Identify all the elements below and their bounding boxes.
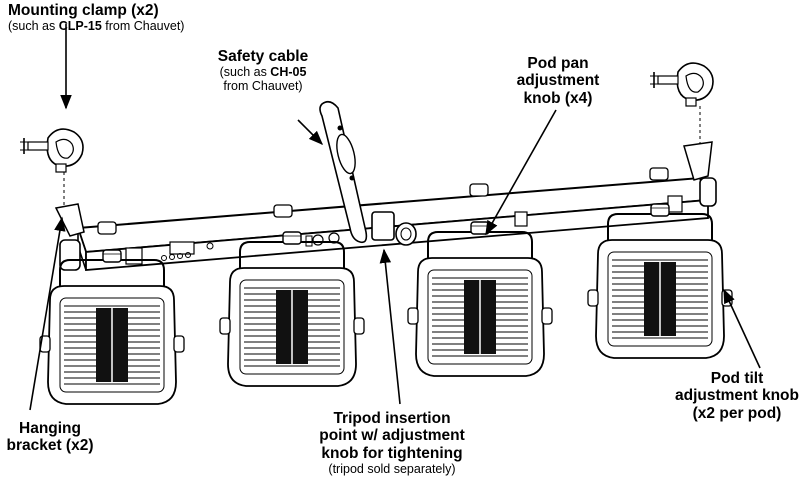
pod-tilt-line1: Pod tilt [710, 370, 764, 387]
tripod-subtitle: (tripod sold separately) [328, 462, 456, 477]
pod-tilt-knob-label: Pod tilt adjustment knob (x2 per pod) [664, 370, 810, 422]
safety-cable-label: Safety cable (such as CH-05 from Chauvet… [200, 48, 326, 93]
pod-tilt-line2: adjustment knob [674, 387, 799, 405]
mounting-clamp-title: Mounting clamp (x2) [8, 2, 159, 19]
safety-cable-subtitle: (such as CH-05 [219, 65, 307, 80]
safety-cable [319, 100, 368, 244]
hanging-bracket-label: Hanging bracket (x2) [0, 420, 100, 455]
mounting-clamp-label: Mounting clamp (x2) (such as CLP-15 from… [8, 2, 185, 34]
hanging-bracket-line2: bracket (x2) [6, 437, 94, 455]
pod-pan-line1: Pod pan [527, 55, 589, 72]
pod-tilt-line3: (x2 per pod) [692, 404, 782, 422]
hanging-bracket-line1: Hanging [19, 420, 81, 437]
mounting-clamp-subtitle: (such as CLP-15 from Chauvet) [8, 19, 185, 34]
pod-pan-knob-label: Pod pan adjustment knob (x4) [508, 55, 608, 107]
safety-cable-subtitle-line2: from Chauvet) [223, 79, 303, 94]
tripod-line1: Tripod insertion [333, 410, 451, 427]
tripod-line3: knob for tightening [321, 444, 463, 462]
tripod-point-label: Tripod insertion point w/ adjustment kno… [300, 410, 484, 476]
lighting-bar [54, 141, 717, 271]
pod-pan-line2: adjustment [516, 72, 600, 90]
safety-cable-title: Safety cable [217, 48, 309, 65]
callout-arrows [29, 24, 761, 411]
tripod-line2: point w/ adjustment [319, 427, 465, 445]
pod-pan-line3: knob (x4) [523, 89, 593, 107]
mounting-clamps [19, 62, 714, 206]
